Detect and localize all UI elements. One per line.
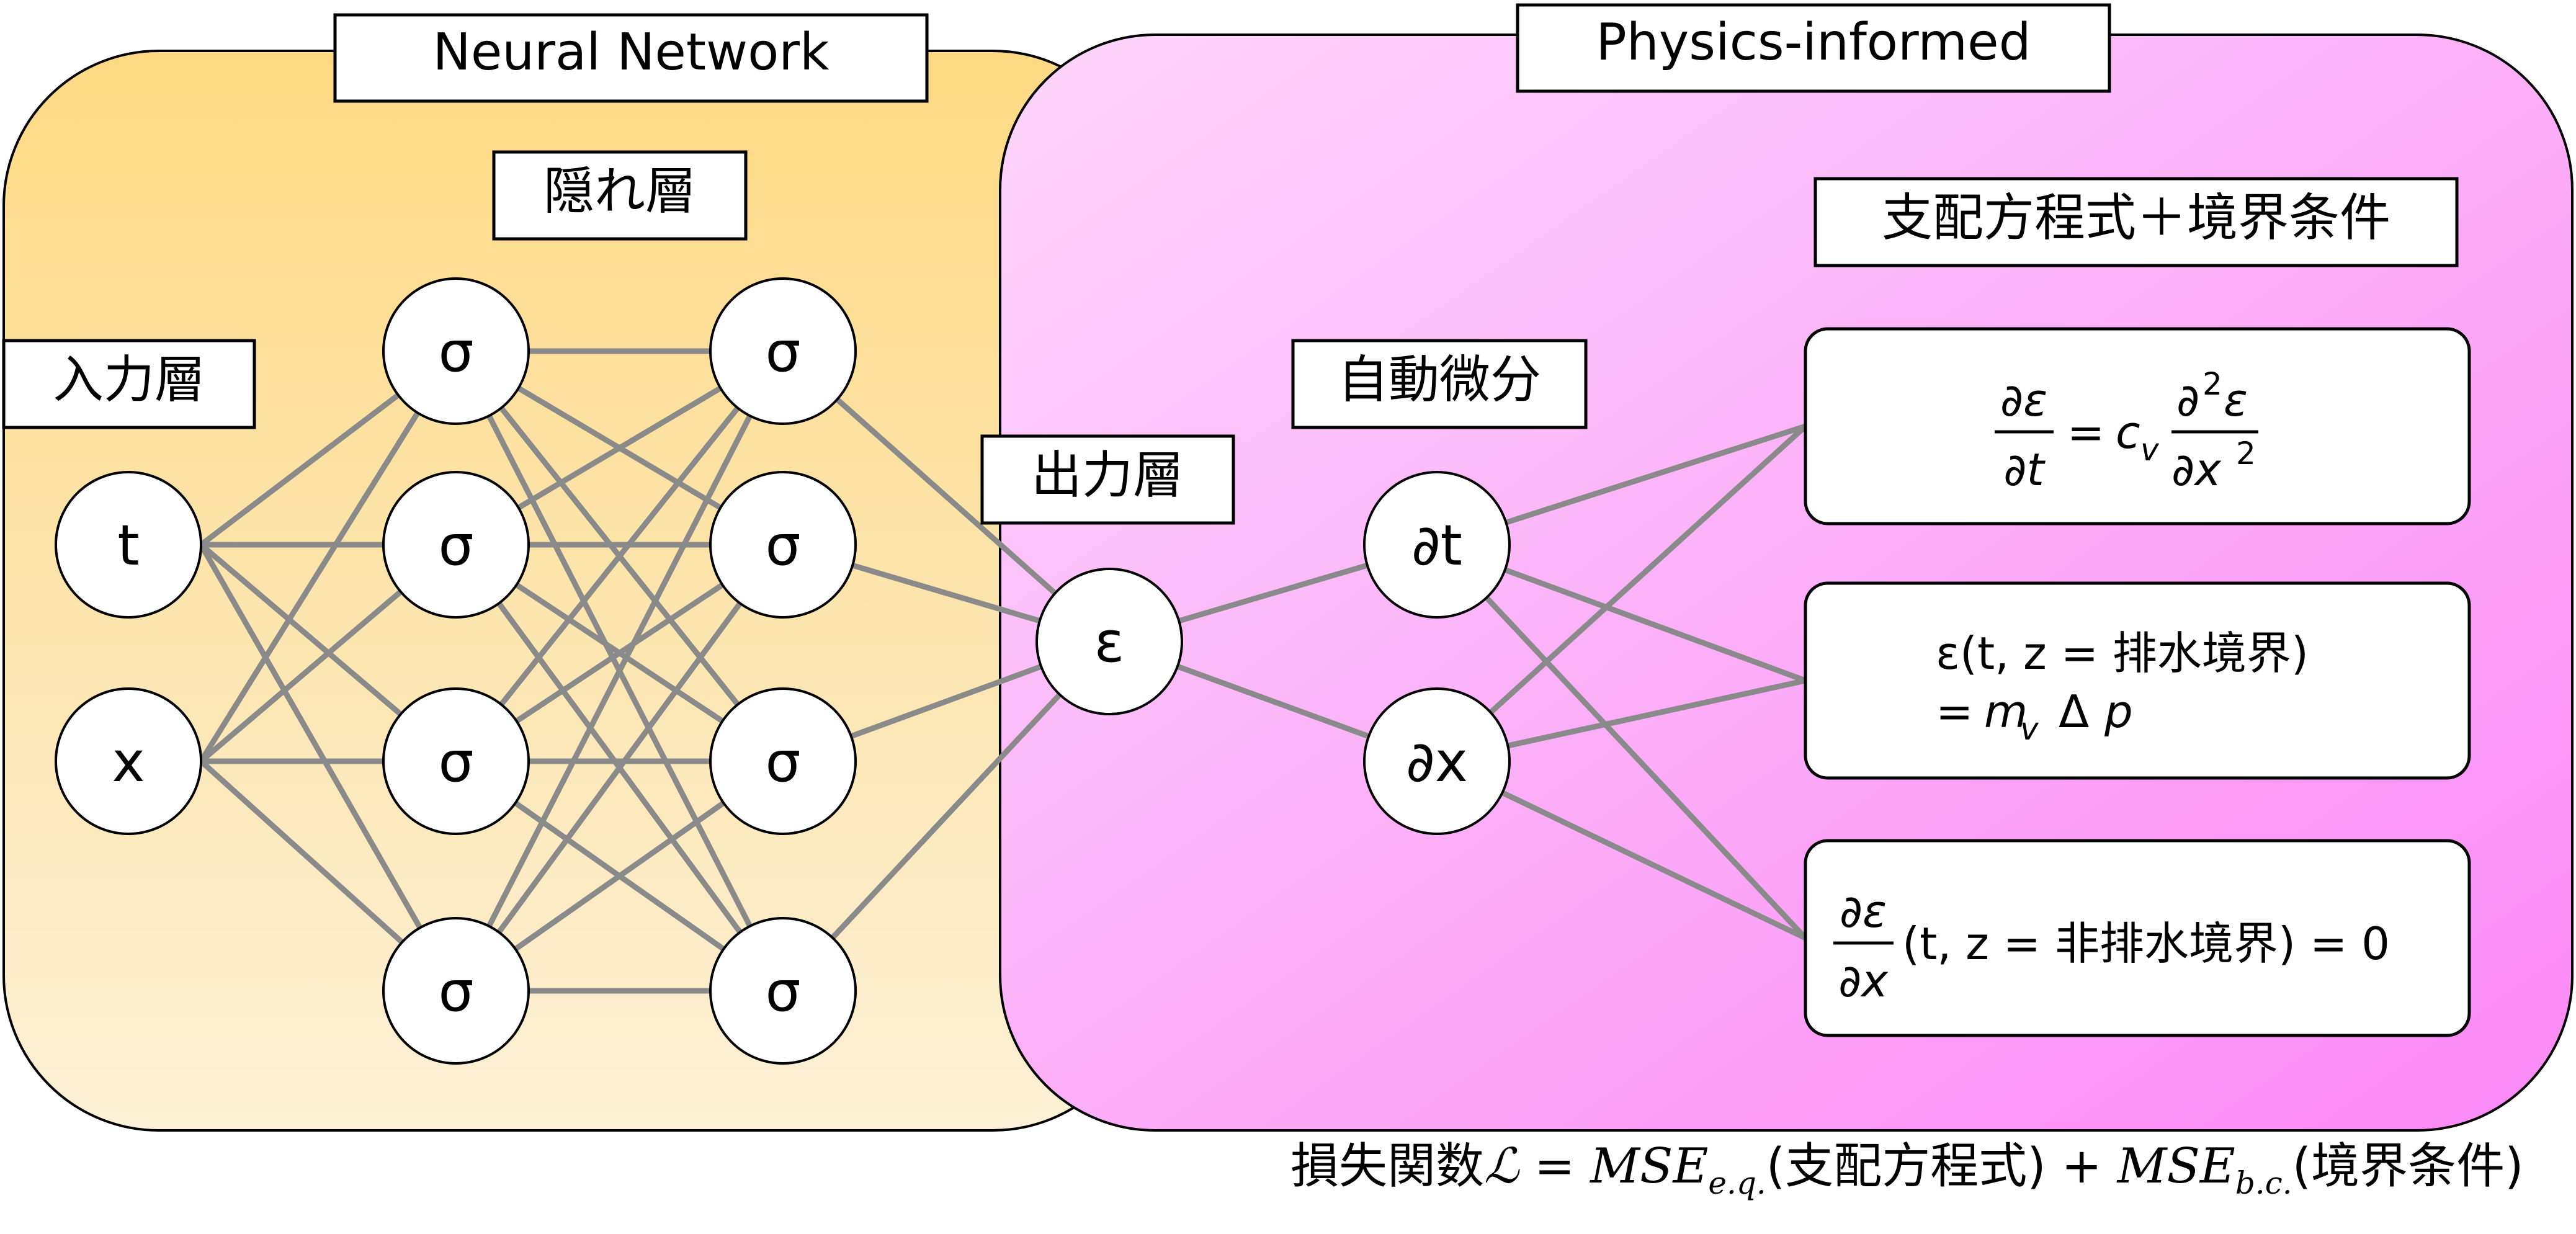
edge (1434, 542, 1808, 941)
eq1-rhs-num-sup: 2 (2203, 366, 2222, 402)
undrained-boundary-equation: ∂ε ∂x (t, z = 非排水境界) = 0 (1833, 885, 2390, 1007)
hidden-node: σ (438, 513, 473, 578)
eq1-lhs-denominator: ∂t (2003, 444, 2046, 496)
input-node-t: t (117, 513, 139, 578)
autodiff-label: 自動微分 (1338, 351, 1541, 409)
autodiff-label-box (1291, 339, 1588, 429)
edge (454, 543, 785, 993)
loss-term1: (支配方程式) + (1766, 1138, 2118, 1194)
node-circle (1035, 568, 1183, 715)
eq1-rhs-num-partial: ∂ (2176, 374, 2199, 426)
hidden-node: σ (438, 959, 473, 1024)
hidden-node: σ (438, 320, 473, 385)
mse-eq-sub: e.q. (1708, 1165, 1766, 1201)
derivative-node-t: ∂t (1411, 513, 1462, 578)
loss-symbol: ℒ (1484, 1138, 1520, 1194)
node-circle (709, 687, 857, 835)
node-circle (382, 277, 530, 425)
edge (454, 349, 785, 763)
derivative-nodes: ∂t ∂x (1363, 471, 1511, 835)
node-circle (709, 917, 857, 1065)
constraints-label: 支配方程式＋境界条件 (1882, 189, 2390, 248)
input-node-x: x (112, 730, 145, 795)
governing-equation-box (1804, 327, 2471, 525)
eq2-m-sub: v (2020, 711, 2039, 747)
edge (199, 349, 458, 763)
neural-network-title-box (333, 13, 929, 103)
eq3-numerator: ∂ε (1840, 885, 1887, 937)
mse-bc-sub: b.c. (2235, 1165, 2292, 1201)
hidden-node: σ (765, 730, 800, 795)
hidden-node: σ (765, 959, 800, 1024)
output-layer-label: 出力層 (1031, 446, 1184, 505)
eq1-rhs-num-eps: ε (2224, 374, 2248, 426)
governing-equation: ∂ε ∂t = c v ∂ 2 ε ∂x 2 (1995, 366, 2258, 496)
hidden-layer-label-box (492, 150, 748, 241)
loss-term2: (境界条件) (2292, 1138, 2524, 1194)
physics-title-box (1516, 3, 2111, 93)
loss-prefix: 損失関数 (1290, 1138, 1484, 1194)
drained-boundary-equation: ε(t, z = 排水境界) = m v Δ p (1936, 627, 2309, 747)
eq2-delta: Δ (2059, 686, 2089, 738)
eq1-equals: = (2067, 406, 2104, 458)
edge (453, 349, 786, 993)
loss-equals: = (1519, 1138, 1590, 1194)
hidden-layer-label: 隠れ層 (543, 162, 696, 221)
neural-network-title: Neural Network (433, 23, 830, 82)
constraints-label-box (1813, 177, 2459, 267)
input-layer-label: 入力層 (53, 351, 205, 409)
hidden-node: σ (438, 730, 473, 795)
node-circle (382, 917, 530, 1065)
drained-boundary-box (1804, 581, 2471, 780)
undrained-boundary-box (1804, 839, 2471, 1037)
node-circle (55, 687, 202, 835)
input-nodes: t x (55, 471, 202, 835)
eq2-m: m (1984, 686, 2028, 738)
output-node-epsilon: ε (1094, 610, 1125, 675)
mse-eq: MSE (1589, 1138, 1708, 1194)
hidden-node: σ (765, 513, 800, 578)
input-layer-label-box (2, 339, 256, 429)
eq2-equals: = (1936, 686, 1973, 738)
node-circle (709, 471, 857, 619)
node-circle (1363, 471, 1511, 619)
node-circle (709, 277, 857, 425)
edge (780, 639, 1112, 993)
node-circle (382, 687, 530, 835)
physics-informed-title: Physics-informed (1596, 13, 2031, 72)
hidden-layer-1: σ σ σ σ (382, 277, 530, 1065)
mse-bc: MSE (2116, 1138, 2235, 1194)
hidden-node: σ (765, 320, 800, 385)
eq3-denominator: ∂x (1838, 955, 1889, 1007)
edge (1434, 424, 1808, 764)
edge (199, 543, 458, 993)
output-node: ε (1035, 568, 1183, 715)
eq1-rhs-den-sup: 2 (2236, 436, 2256, 472)
eq2-line1: ε(t, z = 排水境界) (1936, 627, 2309, 679)
output-layer-label-box (980, 434, 1235, 525)
node-circle (382, 471, 530, 619)
node-circle (55, 471, 202, 619)
node-circle (1363, 687, 1511, 835)
eq1-coefficient: c (2116, 406, 2140, 458)
loss-function: 損失関数ℒ = MSEe.q.(支配方程式) + MSEb.c.(境界条件) (1290, 1138, 2524, 1201)
hidden-layer-2: σ σ σ σ (709, 277, 857, 1065)
eq1-rhs-denominator: ∂x (2171, 444, 2222, 496)
eq1-coefficient-sub: v (2140, 432, 2160, 468)
eq3-rest: (t, z = 非排水境界) = 0 (1902, 918, 2390, 970)
eq2-p: p (2104, 686, 2133, 738)
eq1-lhs-numerator: ∂ε (2000, 374, 2047, 426)
derivative-node-x: ∂x (1406, 730, 1468, 795)
